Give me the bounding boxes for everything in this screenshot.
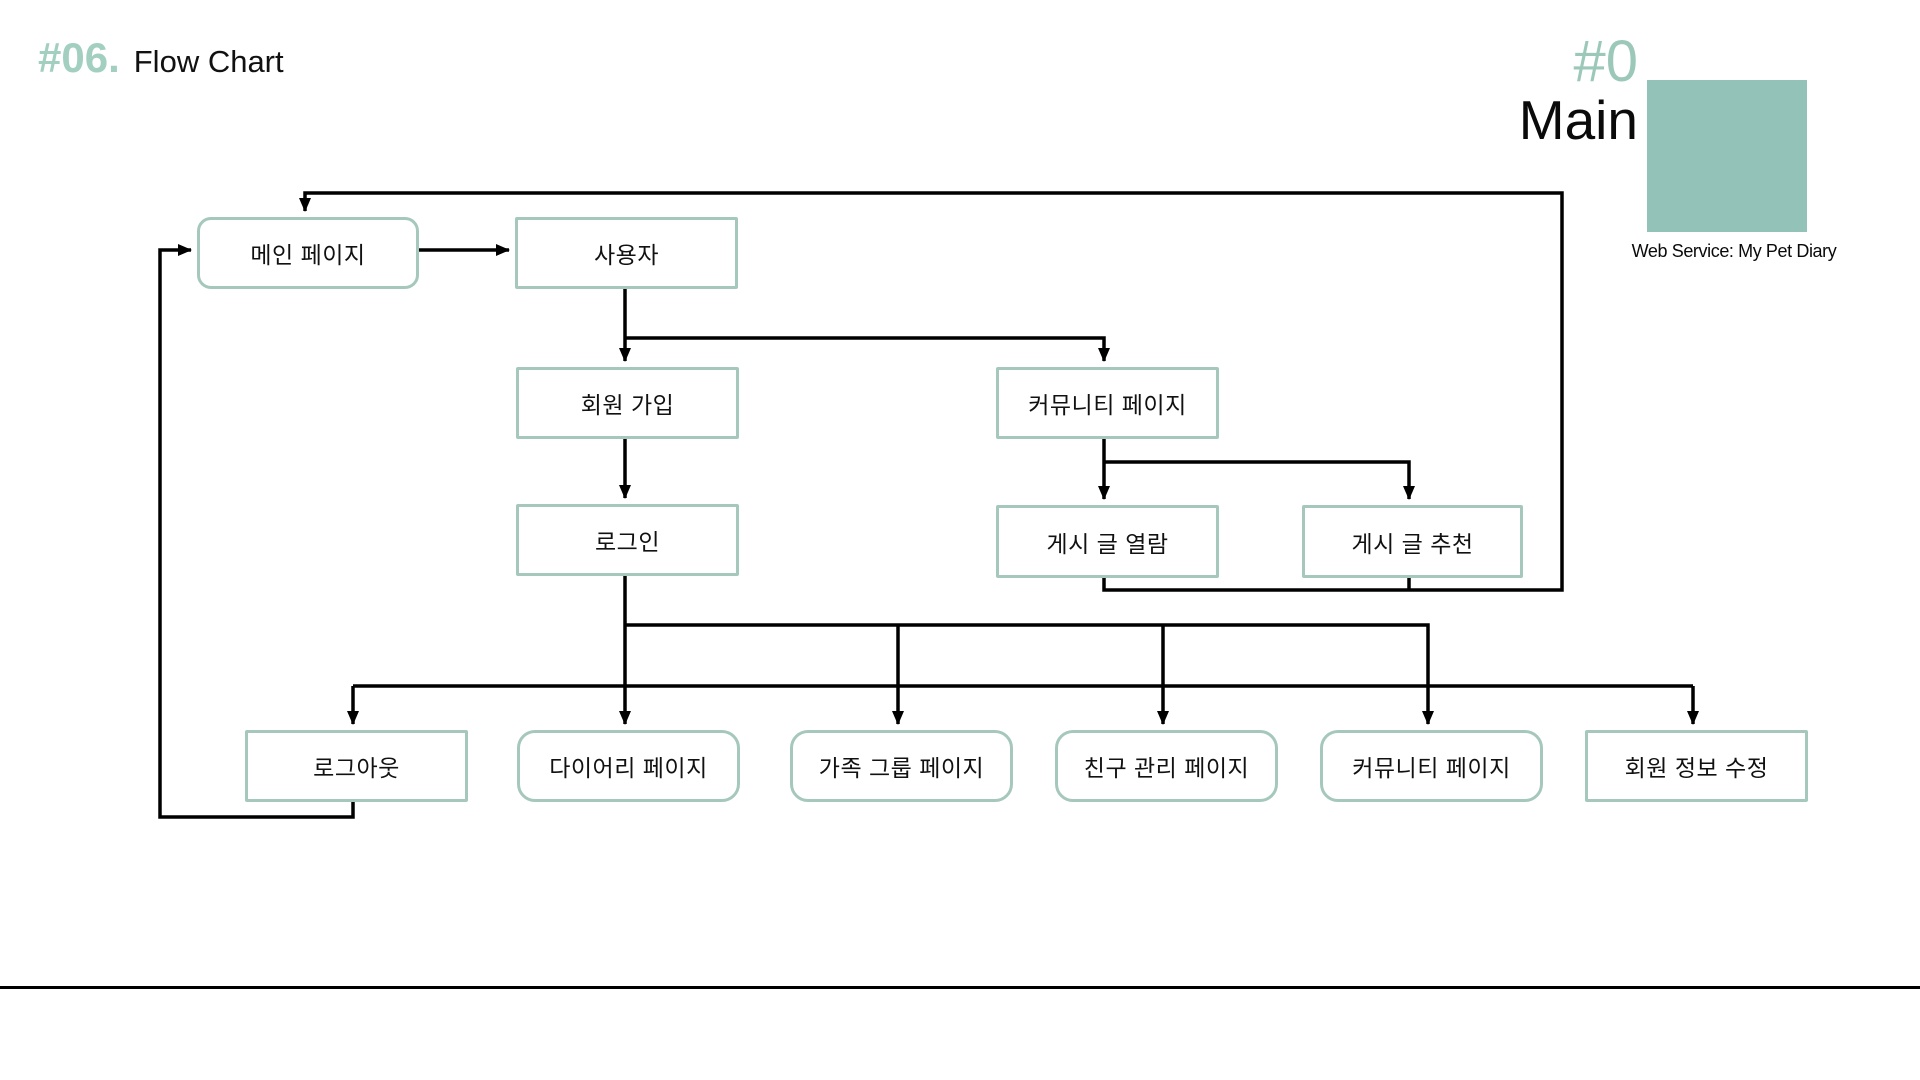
- flow-node-post-view: 게시 글 열람: [996, 505, 1219, 578]
- brand-caption: Web Service: My Pet Diary: [1631, 241, 1837, 261]
- edge-logout-loop-to-main: [158, 244, 355, 819]
- flow-node-label: 회원 가입: [580, 392, 675, 418]
- edge-community-to-post-recommend: [1104, 460, 1415, 500]
- slide-title-number: #06.: [38, 34, 120, 81]
- flow-node-label: 사용자: [594, 242, 659, 268]
- flow-node-label: 커뮤니티 페이지: [1028, 392, 1187, 418]
- flow-node-friend-manage-page: 친구 관리 페이지: [1055, 730, 1278, 802]
- brand-color-swatch: [1647, 80, 1807, 232]
- flow-node-community-page-2: 커뮤니티 페이지: [1320, 730, 1543, 802]
- bottom-divider-line: [0, 986, 1920, 989]
- edge-feedback-to-main-top: [299, 191, 1564, 592]
- flow-node-label: 로그인: [595, 529, 660, 555]
- flow-node-post-recommend: 게시 글 추천: [1302, 505, 1523, 578]
- slide-title-text: Flow Chart: [133, 44, 284, 79]
- flow-node-user: 사용자: [515, 217, 738, 289]
- flow-node-label: 메인 페이지: [250, 242, 366, 268]
- slide-title: #06. Flow Chart: [38, 34, 284, 82]
- flow-node-edit-member-info: 회원 정보 수정: [1585, 730, 1808, 802]
- flow-node-login: 로그인: [516, 504, 739, 576]
- flow-node-label: 친구 관리 페이지: [1083, 755, 1250, 781]
- flow-node-label: 가족 그룹 페이지: [818, 755, 985, 781]
- flow-node-label: 회원 정보 수정: [1624, 755, 1769, 781]
- page-label: Main: [1518, 89, 1638, 151]
- flow-node-diary-page: 다이어리 페이지: [517, 730, 740, 802]
- page-number: #0: [1573, 29, 1638, 94]
- edge-login-branch-upper: [625, 623, 1434, 725]
- flow-node-label: 게시 글 추천: [1351, 530, 1474, 557]
- flow-node-signup: 회원 가입: [516, 367, 739, 439]
- flow-node-label: 로그아웃: [313, 755, 400, 781]
- flow-node-main-page: 메인 페이지: [197, 217, 419, 289]
- edge-user-to-community: [625, 336, 1110, 362]
- flow-node-label: 게시 글 열람: [1046, 530, 1169, 557]
- flow-node-logout: 로그아웃: [245, 730, 468, 802]
- flow-node-community-page: 커뮤니티 페이지: [996, 367, 1219, 439]
- flow-node-label: 다이어리 페이지: [549, 755, 708, 781]
- flow-node-label: 커뮤니티 페이지: [1352, 755, 1511, 781]
- flow-node-family-group-page: 가족 그룹 페이지: [790, 730, 1013, 802]
